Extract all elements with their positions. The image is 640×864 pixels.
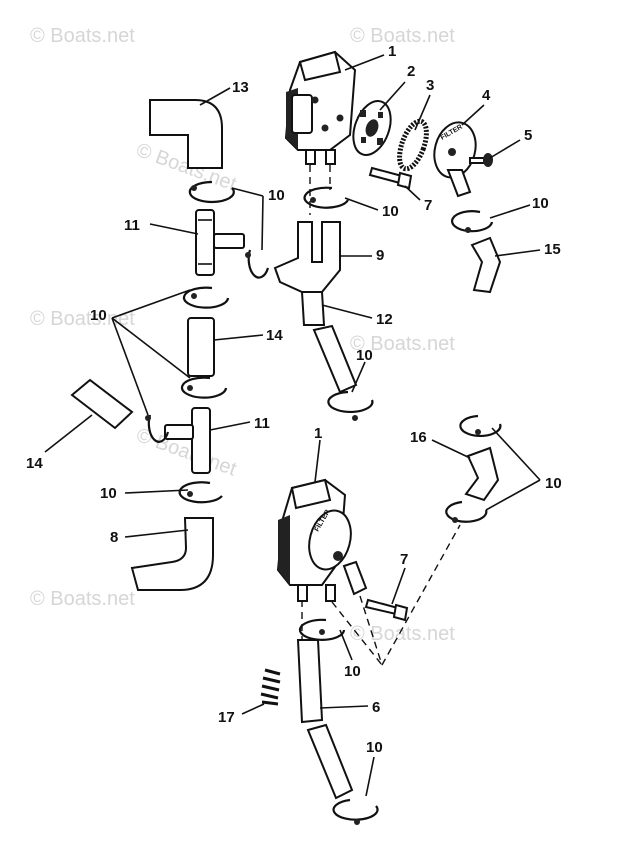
alignment-lines — [301, 165, 461, 666]
fuel-pump-bottom: FILTER — [276, 478, 368, 602]
callout-17: 17 — [218, 709, 235, 726]
callout-labels: 1 2 3 4 5 13 7 10 10 10 11 9 15 12 10 14… — [26, 43, 562, 756]
sleeve-14-left — [70, 378, 134, 430]
hose-12-lower — [312, 324, 358, 394]
callout-10-h: 10 — [344, 663, 361, 680]
watermark: © Boats.net — [133, 139, 239, 196]
hose-16 — [464, 446, 500, 502]
hose-clamps — [145, 180, 502, 825]
hose-13 — [149, 99, 223, 169]
callout-10-d: 10 — [90, 307, 107, 324]
bolt-top — [368, 166, 413, 190]
callout-10-c: 10 — [532, 195, 549, 212]
callout-6: 6 — [372, 699, 380, 716]
callout-10-f: 10 — [545, 475, 562, 492]
watermark: © Boats.net — [350, 623, 455, 645]
hose-15 — [470, 236, 502, 294]
gasket-ring — [397, 118, 429, 172]
watermark: © Boats.net — [30, 588, 135, 610]
callout-1-bottom: 1 — [314, 425, 322, 442]
hose-12 — [300, 291, 326, 326]
callout-14-b: 14 — [26, 455, 43, 472]
callout-4: 4 — [482, 87, 491, 104]
callout-16: 16 — [410, 429, 427, 446]
leader-lines — [44, 54, 541, 797]
callout-3: 3 — [426, 77, 434, 94]
callout-10-i: 10 — [366, 739, 383, 756]
watermark: © Boats.net — [30, 25, 135, 47]
callout-13: 13 — [232, 79, 249, 96]
cover-screw — [469, 153, 493, 167]
callout-9: 9 — [376, 247, 384, 264]
callout-14-a: 14 — [266, 327, 283, 344]
callout-2: 2 — [407, 63, 415, 80]
fuel-pump-top — [284, 50, 357, 165]
hose-6-lower — [306, 723, 354, 800]
callout-7-top: 7 — [424, 197, 432, 214]
callout-7-bottom: 7 — [400, 551, 408, 568]
callout-11-a: 11 — [124, 217, 140, 234]
bolt-bottom — [364, 598, 409, 622]
callout-10-b: 10 — [382, 203, 399, 220]
callout-1-top: 1 — [388, 43, 396, 60]
callout-8: 8 — [110, 529, 118, 546]
t-fitting-bottom — [164, 407, 211, 474]
sleeve-14-right — [187, 317, 215, 377]
spring-17 — [260, 668, 281, 706]
watermark: © Boats.net — [350, 25, 455, 47]
watermark: © Boats.net — [30, 308, 135, 330]
callout-10-g: 10 — [100, 485, 117, 502]
callout-5: 5 — [524, 127, 532, 144]
t-fitting-top — [195, 209, 245, 276]
callout-10-a: 10 — [268, 187, 285, 204]
hose-6 — [296, 639, 324, 724]
watermark: © Boats.net — [350, 333, 455, 355]
callout-10-e: 10 — [356, 347, 373, 364]
callout-12: 12 — [376, 311, 393, 328]
filter-cover: FILTER — [433, 121, 477, 198]
callout-11-b: 11 — [254, 415, 270, 432]
y-hose-9 — [273, 221, 341, 293]
callout-15: 15 — [544, 241, 561, 258]
diaphragm-plate — [352, 100, 392, 156]
hose-8 — [130, 517, 214, 591]
